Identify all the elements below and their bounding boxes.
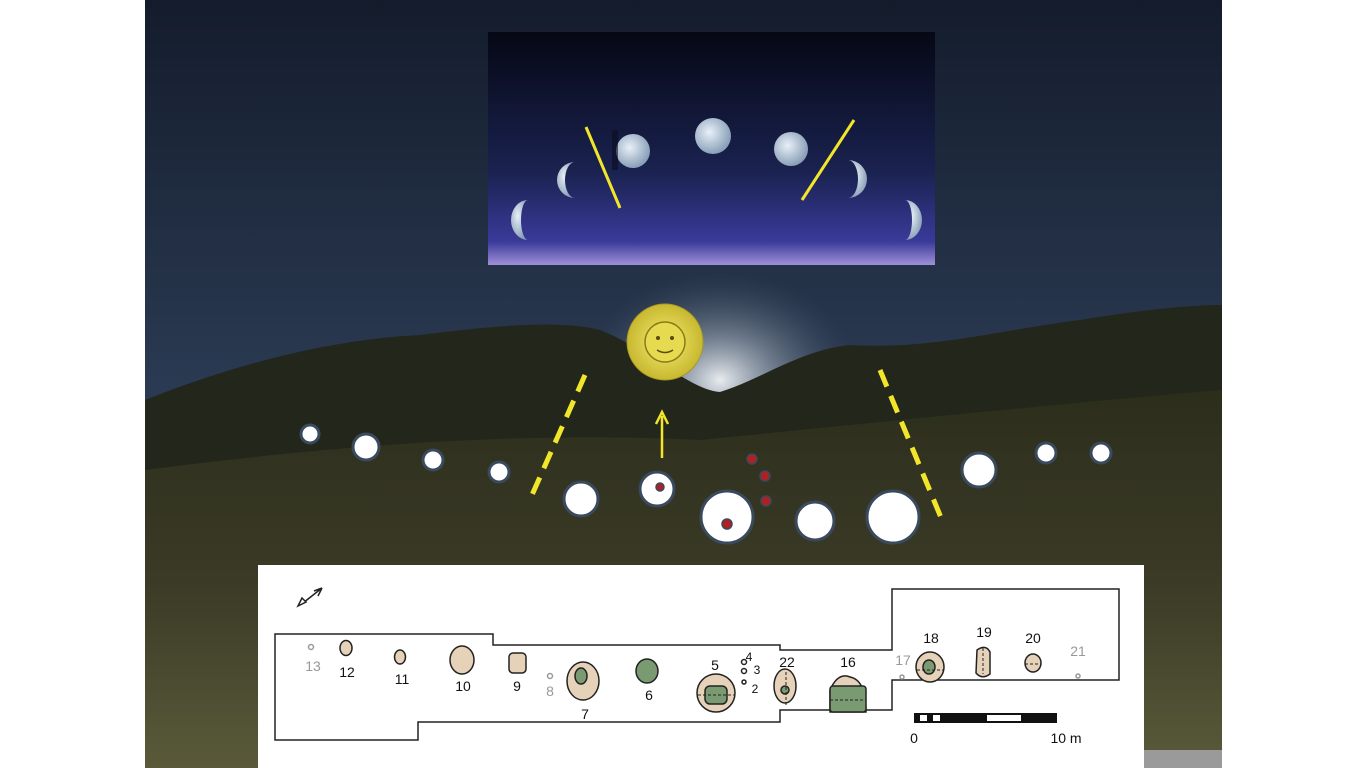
scale-start: 0 — [910, 730, 918, 746]
slide-footer-bar — [1144, 750, 1222, 768]
moon-phases-inset — [488, 32, 935, 265]
alignment-line — [800, 119, 856, 201]
plan-labels: 13 12 11 10 9 8 7 6 5 4 3 2 22 16 17 18 … — [305, 624, 1086, 722]
feature-label: 17 — [895, 652, 911, 668]
feature-label: 4 — [746, 650, 753, 664]
sun-icon — [626, 303, 704, 381]
alignment-dashed-line — [529, 373, 588, 497]
feature-label: 16 — [840, 654, 856, 670]
post-holes — [299, 423, 1113, 545]
scale-bar: 0 10 m — [910, 713, 1082, 746]
feature-label: 5 — [711, 657, 719, 673]
feature-label: 19 — [976, 624, 992, 640]
feature-label: 20 — [1025, 630, 1041, 646]
feature-label: 3 — [754, 663, 761, 677]
feature-label: 2 — [752, 682, 759, 696]
feature-label: 8 — [546, 683, 554, 699]
alignment-line — [584, 126, 622, 209]
full-moon-icon — [695, 118, 731, 154]
feature-label: 11 — [395, 671, 410, 687]
feature-label: 6 — [645, 687, 653, 703]
feature-label: 21 — [1070, 643, 1086, 659]
feature-label: 13 — [305, 658, 321, 674]
scale-end: 10 m — [1050, 730, 1081, 746]
feature-label: 18 — [923, 630, 939, 646]
feature-label: 12 — [339, 664, 355, 680]
feature-label: 10 — [455, 678, 471, 694]
north-arrow-icon — [302, 587, 323, 604]
excavation-plan: 13 12 11 10 9 8 7 6 5 4 3 2 22 16 17 18 … — [258, 565, 1144, 768]
feature-label: 7 — [581, 706, 589, 722]
feature-label: 22 — [779, 654, 795, 670]
feature-label: 9 — [513, 678, 521, 694]
